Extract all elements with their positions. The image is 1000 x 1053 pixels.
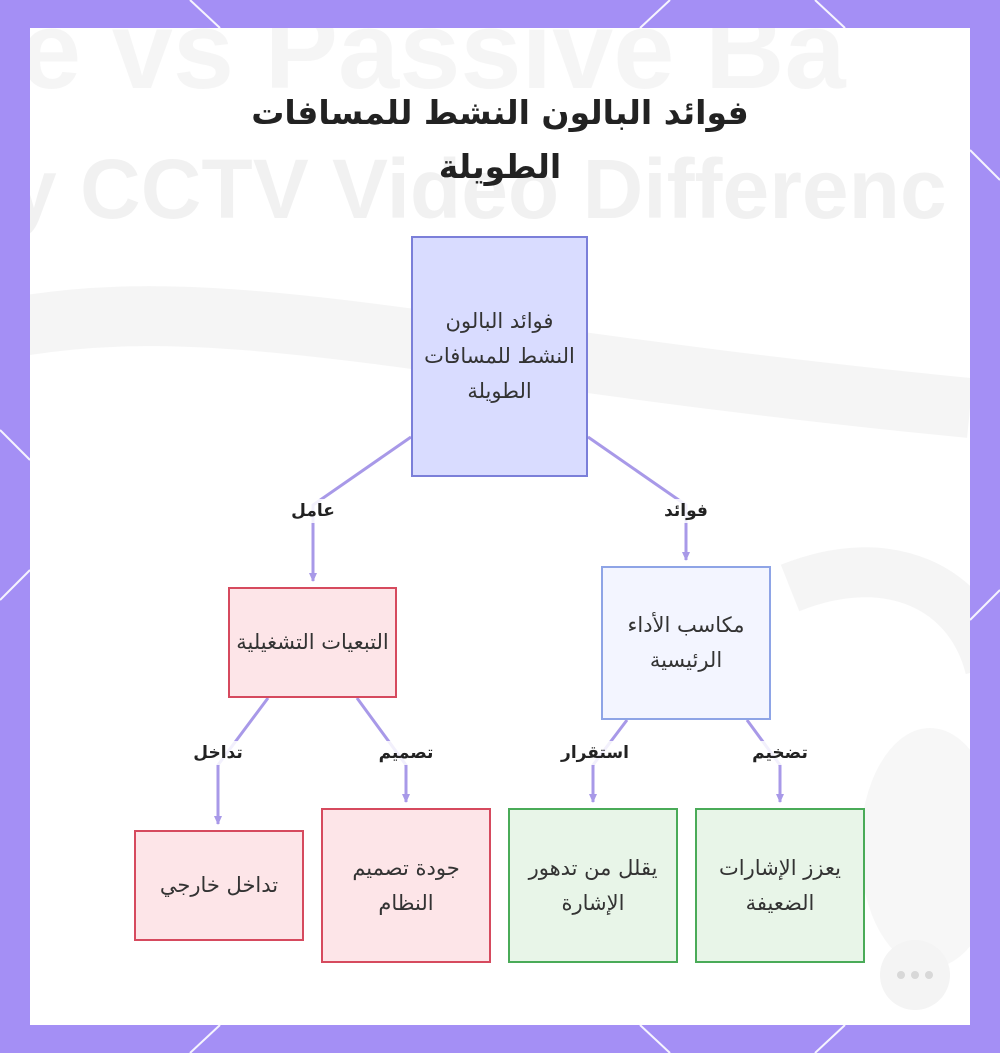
node-root-label: فوائد البالون النشط للمسافات الطويلة [424,309,575,403]
edge-label-stability: استقرار [555,741,635,765]
node-system-design-quality: جودة تصميم النظام [321,808,491,963]
edge-label-benefits: فوائد [658,499,714,523]
edge-ops-to-external [214,697,270,825]
node-operational-dependencies: التبعيات التشغيلية [228,587,397,698]
edge-kpi-to-stability [589,719,629,803]
node-amplify-label: يعزز الإشارات الضعيفة [719,855,841,915]
node-ops-label: التبعيات التشغيلية [236,630,389,654]
diagram-title: فوائد البالون النشط للمسافات الطويلة [251,93,749,186]
node-external-label: تداخل خارجي [159,873,279,897]
node-boosts-weak-signals: يعزز الإشارات الضعيفة [695,808,865,963]
edge-label-interference: تداخل [187,741,249,765]
node-kpi-label: مكاسب الأداء الرئيسية [627,613,745,672]
node-stability-label: يقلل من تدهور الإشارة [528,855,658,915]
edge-label-factor: عامل [285,499,341,523]
edge-ops-to-design [355,697,410,803]
background-text-line-2: y CCTV Video Differenc [30,142,947,236]
watermark-logo [880,940,950,1010]
node-external-interference: تداخل خارجي [134,830,304,941]
node-root: فوائد البالون النشط للمسافات الطويلة [411,236,588,477]
node-design-label: جودة تصميم النظام [352,855,460,915]
node-reduces-signal-degradation: يقلل من تدهور الإشارة [508,808,678,963]
edge-label-design: تصميم [372,741,440,765]
edge-label-amplification: تضخيم [746,741,814,765]
background-ghost-image: e vs Passive Ba y CCTV Video Differenc [30,142,970,676]
node-key-performance-gains: مكاسب الأداء الرئيسية [601,566,771,720]
edge-kpi-to-amplify [745,719,784,803]
